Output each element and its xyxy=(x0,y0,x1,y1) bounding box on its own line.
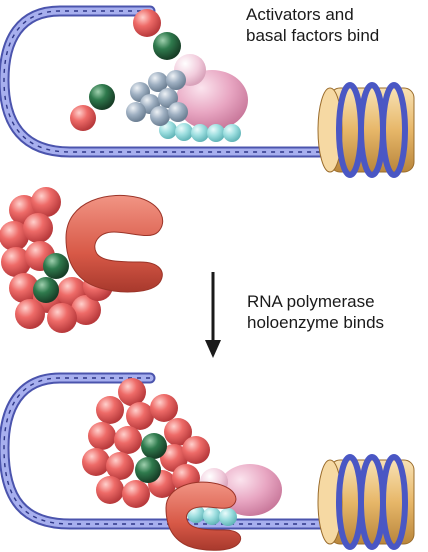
step2-label: RNA polymerase holoenzyme binds xyxy=(247,291,384,333)
step1-label-line2: basal factors bind xyxy=(246,26,380,45)
rna-polymerase-ii xyxy=(65,194,163,293)
panel-activators-bind xyxy=(0,5,415,178)
mediator-cluster-bound xyxy=(82,378,210,508)
step1-label: Activators and basal factors bind xyxy=(246,4,379,46)
step1-label-line1: Activators and xyxy=(246,5,354,24)
basal-factors-complex xyxy=(126,54,248,142)
step2-label-line2: holoenzyme binds xyxy=(247,313,385,332)
down-arrow-icon xyxy=(205,272,221,358)
panel-polymerase-free xyxy=(0,187,163,333)
rna-polymerase-ii-bound xyxy=(165,481,242,551)
activator-proteins xyxy=(70,9,181,131)
panel-holoenzyme-bound xyxy=(0,372,415,551)
step2-label-line1: RNA polymerase xyxy=(247,292,375,311)
dna-loop xyxy=(0,5,366,158)
dna-loop-bound xyxy=(0,372,366,530)
nucleosome-bound xyxy=(317,454,415,550)
nucleosome xyxy=(317,82,415,178)
